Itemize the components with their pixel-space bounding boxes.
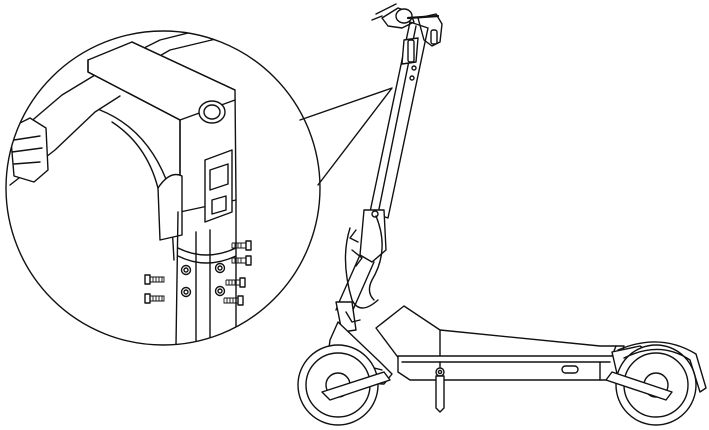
screw bbox=[223, 295, 244, 306]
handlebar bbox=[371, 3, 443, 47]
screw bbox=[231, 240, 252, 251]
callout-pointer bbox=[299, 87, 393, 186]
detail-circle-outline bbox=[5, 30, 321, 346]
power-button bbox=[198, 100, 226, 124]
front-wheel bbox=[297, 344, 391, 426]
screw bbox=[144, 274, 165, 285]
detail-magnified-stem bbox=[6, 31, 246, 345]
scooter bbox=[297, 3, 707, 426]
screw-holes bbox=[180, 262, 226, 298]
deck bbox=[375, 305, 625, 381]
rear-wheel bbox=[605, 341, 707, 426]
screw bbox=[231, 255, 252, 266]
screws bbox=[144, 240, 252, 306]
screw bbox=[225, 277, 246, 288]
display bbox=[395, 8, 413, 24]
screw bbox=[144, 293, 165, 304]
detail-callout bbox=[5, 30, 393, 346]
stem bbox=[344, 21, 429, 309]
kickstand bbox=[435, 367, 445, 413]
